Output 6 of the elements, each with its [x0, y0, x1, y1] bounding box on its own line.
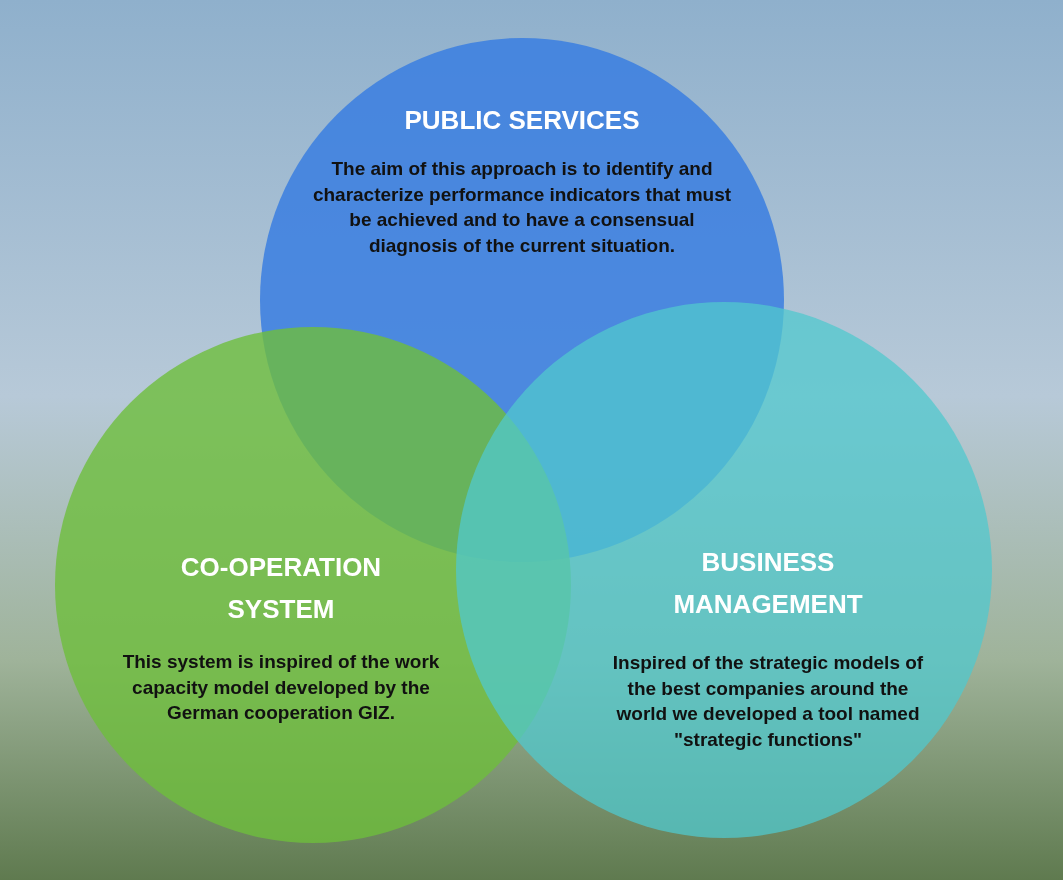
circle-text: This system is inspired of the work capacity model developed by the German cooperation GIZ.	[121, 650, 441, 726]
circle-heading: CO-OPERATION SYSTEM	[179, 551, 383, 626]
circle-heading: PUBLIC SERVICES	[403, 104, 641, 137]
circle-text: Inspired of the strategic models of the best companies around the world we developed a tool named "strategic functions"	[611, 651, 925, 752]
circle-heading: BUSINESS MANAGEMENT	[672, 546, 864, 621]
circle-text: The aim of this approach is to identify and characterize performance indicators that must be achieved and to have a consensual diagnosis of the current situation.	[312, 157, 732, 258]
